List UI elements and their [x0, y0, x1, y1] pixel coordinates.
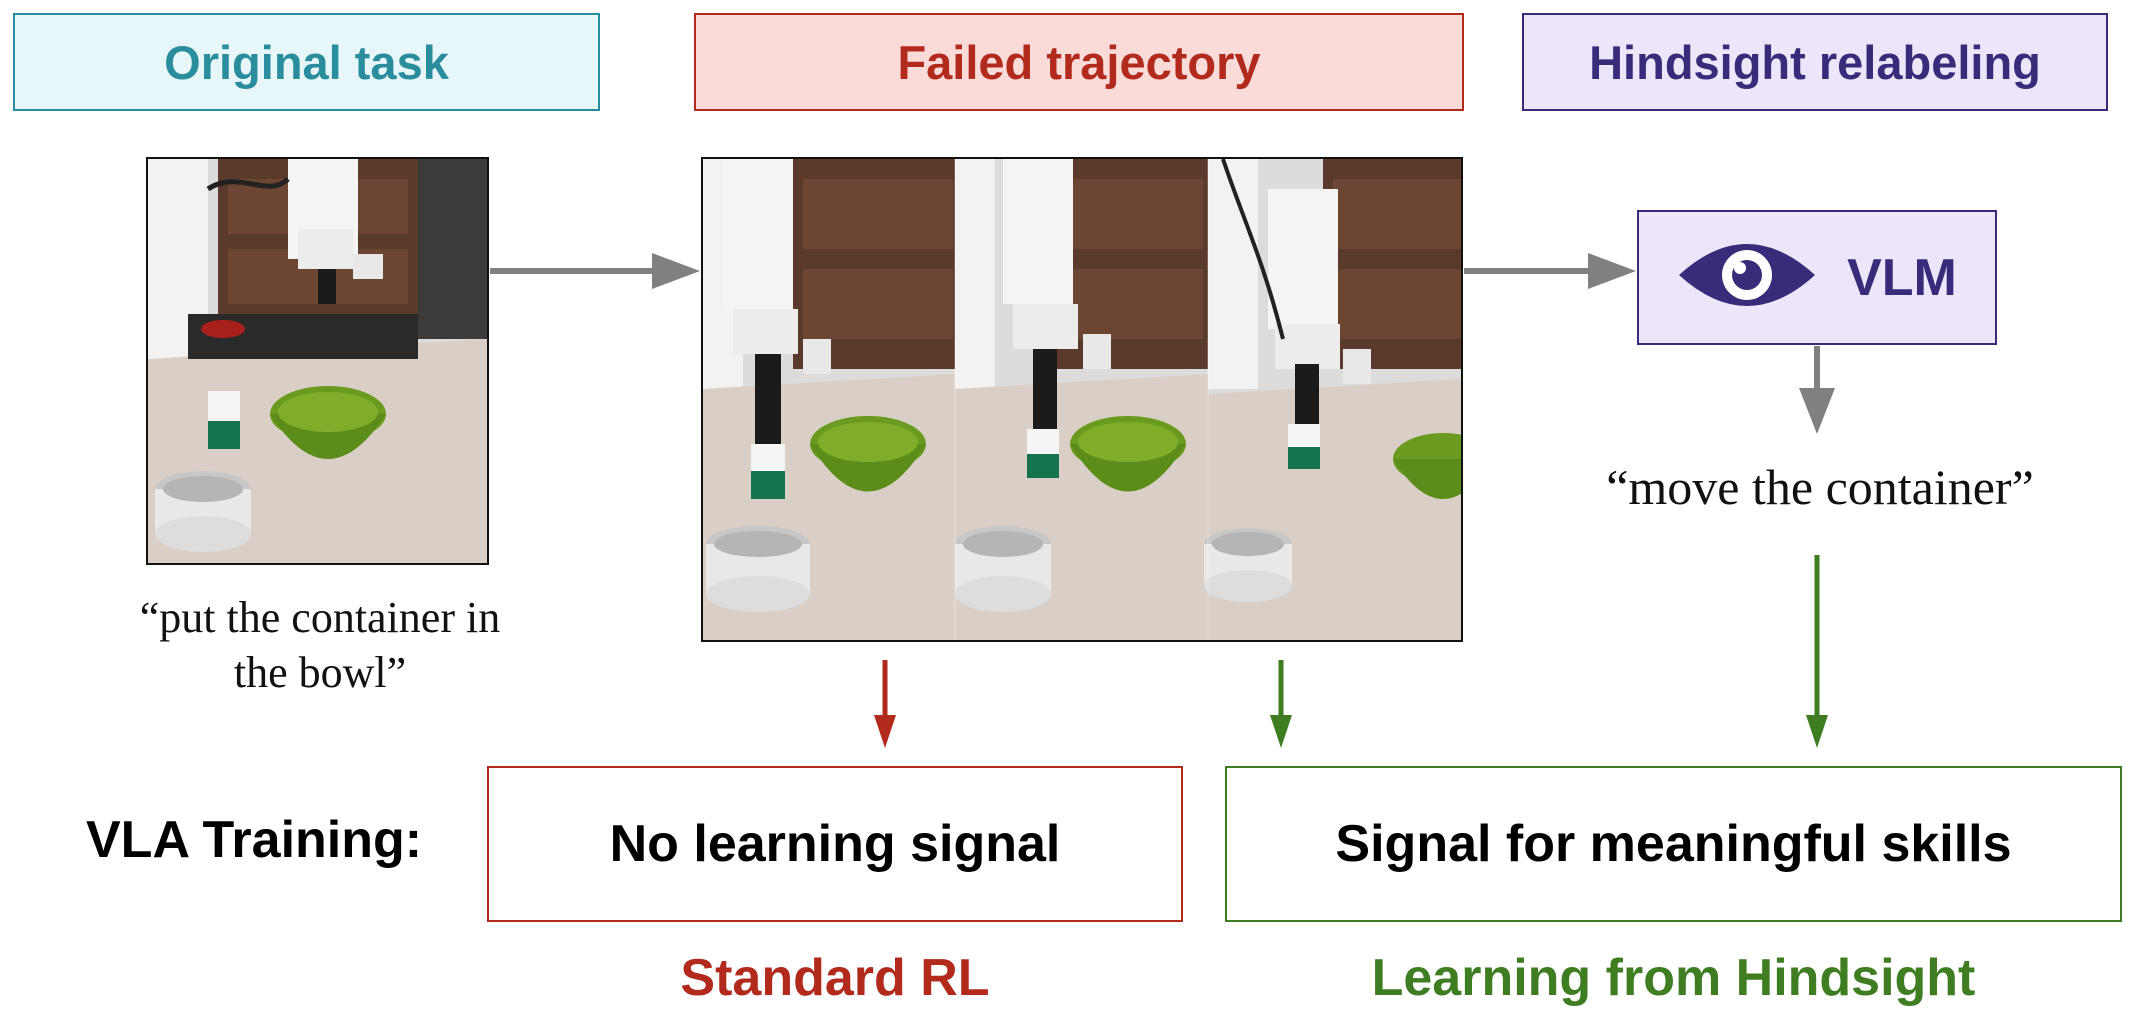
vla-training-label: VLA Training: — [86, 811, 423, 869]
original-task-header-label: Original task — [164, 35, 449, 89]
vlm-box: VLM — [1637, 210, 1997, 345]
failed-trajectory-photo-strip — [701, 157, 1463, 642]
meaningful-skills-box: Signal for meaningful skills — [1225, 766, 2122, 922]
learning-from-hindsight-label: Learning from Hindsight — [1371, 949, 1976, 1007]
hindsight-relabeling-header: Hindsight relabeling — [1522, 13, 2108, 111]
trajectory-frame-3 — [1204, 159, 1461, 640]
eye-icon — [1677, 235, 1817, 320]
relabeled-instruction: “move the container” — [1606, 459, 2034, 515]
no-learning-signal-box: No learning signal — [487, 766, 1183, 922]
original-task-header: Original task — [13, 13, 600, 111]
arrow-relabel-to-meaningful — [1806, 555, 1828, 748]
failed-trajectory-header-label: Failed trajectory — [897, 35, 1261, 89]
original-task-photo — [146, 157, 489, 565]
arrow-original-to-trajectory — [490, 253, 700, 289]
original-instruction-line-2: the bowl” — [233, 648, 407, 697]
trajectory-frame-1 — [703, 159, 955, 640]
failed-trajectory-header: Failed trajectory — [694, 13, 1464, 111]
original-instruction-line-1: “put the container in — [139, 593, 501, 642]
standard-rl-label: Standard RL — [680, 949, 990, 1007]
arrow-to-no-signal — [874, 660, 896, 748]
vlm-label: VLM — [1847, 248, 1957, 307]
arrow-trajectory-to-meaningful — [1270, 660, 1292, 748]
hindsight-relabeling-header-label: Hindsight relabeling — [1589, 35, 2041, 89]
original-instruction: “put the container in the bowl” — [60, 590, 580, 700]
arrow-trajectory-to-vlm — [1464, 253, 1636, 289]
no-learning-signal-label: No learning signal — [609, 815, 1061, 873]
meaningful-skills-label: Signal for meaningful skills — [1335, 815, 2012, 873]
trajectory-frame-2 — [955, 159, 1208, 640]
arrow-vlm-to-relabel — [1799, 346, 1835, 434]
